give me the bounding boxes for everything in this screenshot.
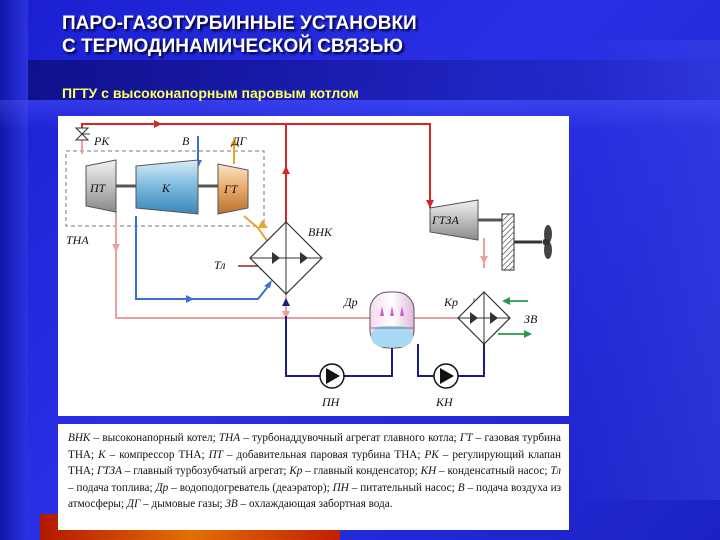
- propeller-icon: [542, 225, 552, 259]
- gas-lines: [230, 138, 269, 243]
- slide-title: ПАРО-ГАЗОТУРБИННЫЕ УСТАНОВКИ С ТЕРМОДИНА…: [62, 13, 417, 57]
- gt-turbine: [217, 163, 249, 215]
- background-band-left: [0, 0, 28, 540]
- water-lines: [282, 298, 485, 377]
- label-gt: ГТ: [223, 182, 239, 196]
- gearbox: [501, 213, 515, 271]
- label-rk: РК: [93, 134, 110, 148]
- label-tl: Тл: [214, 258, 225, 272]
- legend-item: ЗВ – охлаждающая забортная вода.: [225, 498, 393, 511]
- legend-item: ГТ – газовая турбина ТНА;: [68, 432, 561, 461]
- scheme-diagram: РК В ДГ ПТ К ГТ ТНА ВНК Тл ГТЗА Др Кр ЗВ…: [65, 120, 552, 409]
- label-gtza: ГТЗА: [431, 213, 459, 227]
- legend-item: ДГ – дымовые газы;: [126, 498, 226, 511]
- air-lines: [135, 136, 272, 303]
- vnk-boiler: [249, 221, 323, 295]
- legend-item: РК – регулирующий клапан ТНА;: [68, 448, 561, 478]
- legend-item: ТНА – турбонаддувочный агрегат главного …: [218, 432, 460, 444]
- label-kr: Кр: [443, 295, 458, 309]
- legend-item: Др – водоподогреватель (деаэратор);: [155, 481, 333, 494]
- label-k: К: [161, 181, 171, 195]
- label-kn: КН: [435, 395, 454, 409]
- slide-subtitle: ПГТУ с высоконапорным паровым котлом: [62, 85, 359, 101]
- legend-item: ГТЗА – главный турбозубчатый агрегат;: [96, 465, 290, 478]
- seawater-lines: [498, 297, 532, 338]
- legend-item: ПН – питательный насос;: [332, 481, 458, 494]
- label-pt: ПТ: [89, 181, 107, 195]
- diagram-panel: РК В ДГ ПТ К ГТ ТНА ВНК Тл ГТЗА Др Кр ЗВ…: [58, 116, 569, 416]
- legend-item: В – подача воздуха из атмосферы;: [68, 481, 561, 511]
- label-vnk: ВНК: [308, 225, 333, 239]
- background-glow-right: [570, 40, 720, 500]
- label-dg: ДГ: [231, 134, 248, 148]
- legend-item: Кр – главный конденсатор;: [289, 465, 421, 478]
- gtza-turbine: [429, 199, 479, 241]
- legend-item: Тл – подача топлива;: [68, 465, 562, 494]
- rk-valve-icon: [74, 127, 90, 141]
- kr-condenser: [457, 291, 511, 345]
- tna-frame: [65, 150, 265, 227]
- legend-item: К – компрессор ТНА;: [98, 448, 209, 461]
- label-tna: ТНА: [66, 233, 89, 247]
- pt-turbine: [85, 159, 117, 213]
- legend-item: КН – конденсатный насос;: [420, 465, 551, 478]
- label-dr: Др: [343, 295, 358, 309]
- label-v: В: [182, 134, 190, 148]
- legend-box: ВНК – высоконапорный котел; ТНА – турбон…: [58, 424, 569, 530]
- k-compressor: [135, 159, 199, 215]
- legend-item: ВНК – высоконапорный котел;: [68, 432, 219, 444]
- dr-deaerator: [369, 291, 415, 349]
- pn-pump-icon: [319, 363, 345, 389]
- legend-item: ПТ – добавительная паровая турбина ТНА;: [208, 448, 425, 461]
- kn-pump-icon: [433, 363, 459, 389]
- background-title-bar: [28, 60, 720, 100]
- label-zv: ЗВ: [524, 312, 538, 326]
- label-pn: ПН: [321, 395, 341, 409]
